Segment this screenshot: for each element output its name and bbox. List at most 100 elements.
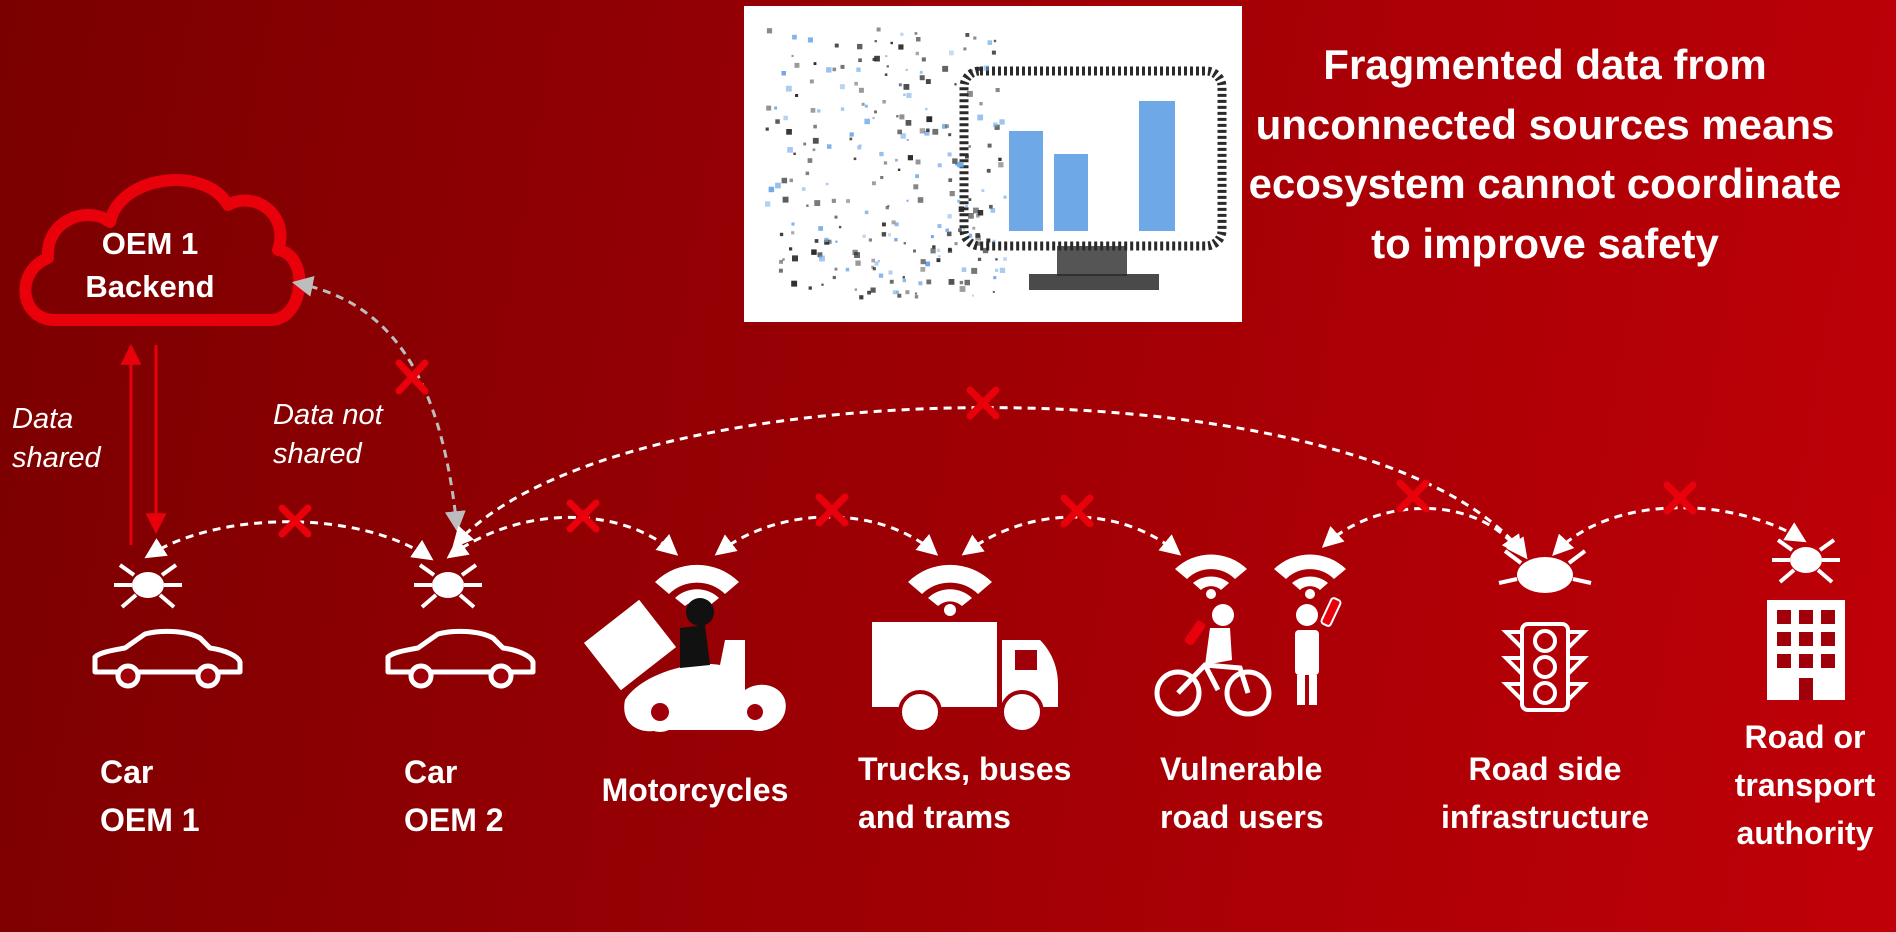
scatter-pixel (906, 138, 909, 141)
scatter-pixel (976, 241, 981, 246)
scatter-pixel (994, 124, 1000, 130)
scatter-pixel (958, 162, 964, 168)
scatter-pixel (947, 214, 952, 219)
monitor-icon (765, 27, 1227, 300)
scatter-pixel (832, 275, 836, 280)
scatter-pixel (792, 34, 797, 40)
scatter-pixel (907, 155, 913, 161)
scatter-pixel (905, 120, 912, 126)
no-connection-x-icon (815, 493, 849, 527)
scatter-pixel (938, 255, 941, 258)
scatter-pixel (920, 259, 926, 265)
scatter-pixel (882, 100, 886, 104)
scatter-pixel (786, 129, 792, 135)
scatter-pixel (986, 238, 991, 243)
scatter-pixel (976, 213, 980, 218)
scatter-pixel (926, 279, 932, 285)
scatter-pixel (955, 162, 958, 166)
scatter-pixel (915, 174, 919, 179)
pedestrian-cyclist-icon (1154, 597, 1342, 717)
scatter-pixel (782, 196, 789, 203)
scatter-pixel (914, 295, 919, 299)
scatter-pixel (801, 187, 806, 191)
scatter-pixel (874, 110, 877, 114)
scatter-pixel (791, 280, 798, 287)
scatter-pixel (785, 85, 792, 92)
scatter-pixel (817, 109, 821, 113)
data-shared-note: Data shared (12, 403, 101, 475)
no-connection-x-icon (566, 499, 600, 533)
scatter-pixel (818, 226, 823, 231)
scatter-pixel (894, 238, 898, 242)
link-oem2-motorcycles (446, 515, 679, 559)
scatter-pixel (781, 71, 786, 76)
scatter-pixel (942, 65, 949, 72)
scatter-pixel (968, 213, 974, 219)
scatter-pixel (781, 177, 788, 184)
connectivity-node-icon (1772, 538, 1840, 584)
scatter-pixel (809, 79, 814, 84)
scatter-pixel (891, 220, 896, 225)
scatter-pixel (995, 88, 1000, 93)
scatter-pixel (806, 204, 809, 207)
scatter-pixel (854, 81, 858, 86)
no-connection-x-icon (395, 359, 429, 395)
scatter-pixel (864, 118, 870, 125)
cloud-icon (19, 174, 306, 326)
scatter-pixel (925, 261, 931, 267)
scatter-pixel (807, 158, 813, 163)
participant-label-motorcycles: Motorcycles (601, 772, 789, 808)
scatter-pixel (889, 279, 894, 284)
scatter-pixel (916, 37, 921, 42)
scatter-pixel (855, 260, 861, 266)
scatter-pixel (834, 43, 839, 48)
scatter-pixel (846, 199, 850, 203)
building-icon (1767, 600, 1845, 700)
scatter-pixel (899, 114, 905, 120)
scatter-pixel (998, 162, 1004, 168)
scatter-pixel (986, 168, 991, 173)
scatter-pixel (872, 57, 876, 61)
scatter-pixel (888, 270, 893, 275)
scatter-pixel (775, 182, 781, 189)
no-connection-x-icon (1663, 481, 1697, 515)
car-icon (385, 628, 536, 689)
scatter-pixel (930, 235, 934, 239)
participant-label-road-authority: Road or transport authority (1734, 719, 1876, 851)
scatter-pixel (884, 73, 888, 76)
scatter-pixel (987, 143, 992, 148)
scatter-pixel (861, 102, 865, 106)
scatter-pixel (794, 62, 800, 68)
scatter-pixel (765, 127, 769, 131)
scatter-pixel (894, 222, 899, 227)
connectivity-node-icon (414, 563, 482, 609)
link-infrastructure-authority (1552, 506, 1807, 557)
scatter-pixel (849, 137, 853, 141)
scatter-pixel (942, 124, 947, 129)
scatter-pixel (791, 231, 795, 235)
scatter-pixel (768, 186, 775, 193)
headline: Fragmented data from unconnected sources… (1248, 41, 1842, 267)
scatter-pixel (947, 248, 953, 253)
scatter-pixel (766, 28, 773, 34)
scatter-pixel (949, 191, 955, 197)
scatter-pixel (827, 239, 832, 244)
traffic-light-icon (1501, 622, 1589, 712)
scatter-pixel (905, 290, 910, 295)
scatter-pixel (958, 206, 965, 212)
scatter-pixel (906, 199, 909, 202)
car-icon (92, 628, 243, 689)
scatter-pixel (887, 204, 890, 207)
scatter-pixel (965, 154, 969, 159)
scatter-pixel (864, 104, 868, 108)
scatter-pixel (919, 70, 923, 74)
scatter-pixel (973, 207, 979, 214)
scatter-pixel (766, 105, 772, 111)
scatter-pixel (876, 27, 881, 32)
scatter-pixel (858, 87, 864, 93)
scatter-pixel (870, 287, 876, 293)
scatter-pixel (808, 286, 812, 290)
scatter-pixel (930, 248, 936, 254)
scatter-pixel (783, 115, 788, 121)
connectivity-node-icon (114, 563, 182, 609)
